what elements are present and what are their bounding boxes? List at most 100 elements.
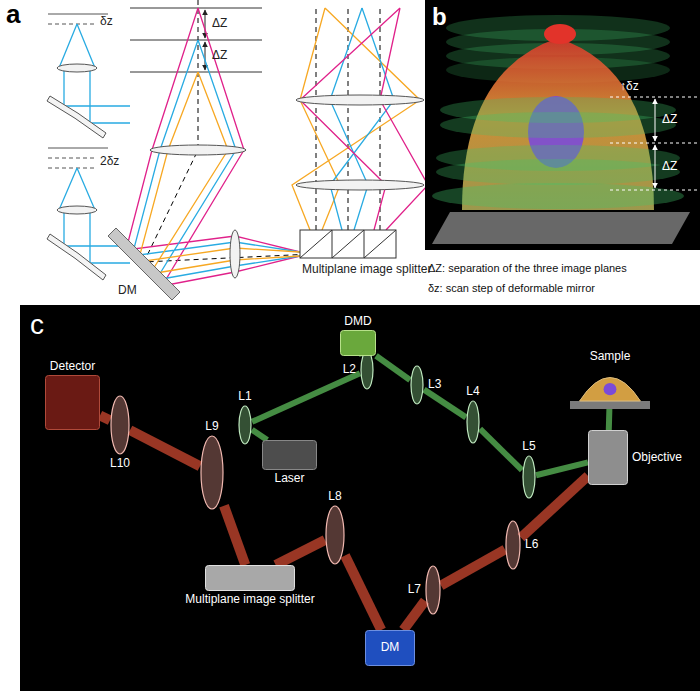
excitation-beam bbox=[252, 373, 360, 422]
lens-element-outline bbox=[200, 435, 224, 510]
plane-marker-lines bbox=[610, 97, 700, 190]
shifted-plane-line bbox=[48, 168, 96, 169]
lens-outline bbox=[201, 436, 223, 509]
dimension-label: ΔZ bbox=[662, 113, 677, 126]
component-label: Laser bbox=[274, 472, 304, 485]
deformable-mirror-symbol bbox=[108, 228, 180, 300]
lens-element-outline bbox=[325, 505, 345, 565]
box-outline bbox=[589, 431, 628, 485]
prism-facets bbox=[300, 230, 396, 258]
lens-symbol bbox=[296, 180, 424, 190]
panel-letter: c bbox=[30, 310, 44, 341]
lens-symbol bbox=[296, 95, 424, 105]
yellow-ray bbox=[292, 8, 420, 230]
emission-beam bbox=[441, 550, 505, 586]
dimension-label: 2δz bbox=[100, 155, 119, 168]
laser-source-outline bbox=[262, 440, 317, 470]
lens-element: L7 bbox=[425, 565, 441, 615]
excitation-beam bbox=[376, 356, 410, 380]
component-label: L5 bbox=[522, 440, 535, 453]
component-label: L8 bbox=[328, 490, 341, 503]
excitation-beam bbox=[424, 390, 466, 418]
box-outline bbox=[46, 376, 100, 430]
panel-c-illustration bbox=[20, 305, 700, 691]
component-label: DMD bbox=[344, 315, 371, 328]
lens-element: L2 bbox=[360, 350, 374, 390]
box-outline bbox=[206, 566, 295, 591]
dmd-device: DMD bbox=[340, 330, 376, 356]
panel-letter: a bbox=[6, 0, 20, 29]
lens-element-outline bbox=[466, 400, 480, 444]
lens-outline bbox=[111, 396, 129, 454]
lens-element-outline bbox=[505, 520, 521, 570]
lens-outline bbox=[326, 506, 344, 564]
image-plane-slice bbox=[432, 183, 684, 209]
lens-element-outline bbox=[360, 350, 374, 390]
component-label: DM bbox=[381, 641, 400, 654]
prism-block bbox=[300, 230, 396, 258]
objective-lens-outline bbox=[588, 430, 628, 485]
deformable-mirror-symbol bbox=[47, 234, 106, 280]
lens-outline bbox=[411, 366, 423, 404]
lens-symbol bbox=[57, 206, 97, 214]
lens-element-outline bbox=[238, 405, 252, 445]
panel-background bbox=[425, 0, 700, 250]
excitation-beam bbox=[480, 429, 522, 470]
component-label: L1 bbox=[238, 390, 251, 403]
component-label: L7 bbox=[408, 583, 421, 596]
lens-element: L8 bbox=[325, 505, 345, 565]
coverslip bbox=[432, 212, 690, 244]
remote-focus-relay bbox=[108, 0, 396, 300]
lens-element: L6 bbox=[505, 520, 521, 570]
dome-tip bbox=[544, 24, 576, 44]
dimension-arrow bbox=[205, 42, 206, 70]
objective-lens: Objective bbox=[588, 430, 628, 485]
dimension-label: δz bbox=[100, 15, 113, 28]
component-label: Detector bbox=[50, 360, 95, 373]
nucleus-mark bbox=[604, 383, 617, 395]
laser-source: Laser bbox=[262, 440, 317, 470]
lens-element: L10 bbox=[110, 395, 130, 455]
box-outline bbox=[263, 441, 317, 470]
lens-outline bbox=[361, 351, 373, 389]
note-text: δz: scan step of deformable mirror bbox=[428, 282, 595, 294]
component-label: L3 bbox=[428, 378, 441, 391]
multiplane-splitter-optics bbox=[292, 8, 428, 258]
cyan-ray bbox=[330, 8, 394, 230]
lens-element-outline bbox=[410, 365, 424, 405]
cyan-ray bbox=[59, 24, 95, 68]
image-plane-line bbox=[130, 72, 262, 73]
slide-outline bbox=[570, 401, 650, 409]
excitation-beam bbox=[606, 409, 613, 430]
deformable-mirror-symbol bbox=[47, 96, 106, 138]
component-label: Multiplane image splitter bbox=[185, 593, 314, 606]
lens-element-outline bbox=[425, 565, 441, 615]
deformable-mirror: DM bbox=[365, 630, 415, 666]
component-label: Sample bbox=[590, 350, 631, 363]
lens-outline bbox=[426, 566, 440, 614]
lens-element-outline bbox=[522, 455, 536, 499]
optical-axis bbox=[316, 8, 380, 230]
emission-beam bbox=[345, 556, 381, 630]
image-splitter-prism-outline bbox=[205, 565, 295, 591]
part-label: DM bbox=[118, 284, 137, 297]
dimension-arrow bbox=[655, 145, 656, 188]
dmd-device-outline bbox=[340, 330, 376, 356]
lens-outline bbox=[523, 456, 535, 498]
scan-step-diagram bbox=[47, 14, 130, 138]
panel-b-illustration bbox=[425, 0, 700, 250]
image-plane-slice bbox=[440, 112, 676, 138]
shifted-plane-line bbox=[48, 158, 96, 159]
shifted-plane-line bbox=[48, 24, 96, 25]
component-label: L9 bbox=[205, 420, 218, 433]
dimension-label: ΔZ bbox=[662, 160, 677, 173]
part-label: Multiplane image splitter bbox=[302, 263, 431, 276]
magenta-ray bbox=[126, 8, 300, 286]
lens-element: L1 bbox=[238, 405, 252, 445]
box-outline bbox=[366, 631, 415, 666]
image-plane-line bbox=[48, 148, 108, 149]
sample-dish-outline bbox=[570, 365, 650, 409]
dimension-label: ↑δz bbox=[620, 80, 639, 93]
